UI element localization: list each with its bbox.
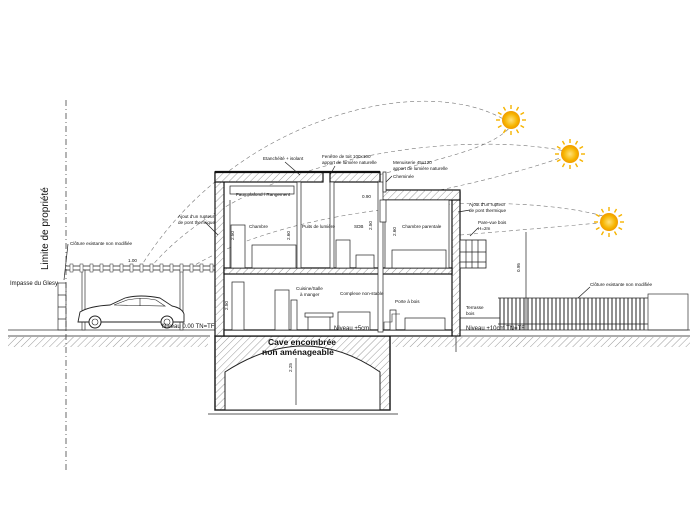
terrace-label: Terrasse [466,305,484,310]
living-label: Complexe non-stable [340,291,384,296]
existing-fence-right-label: Clôture existante non modifiée [590,282,652,287]
thermal-bridge-left-sub-label: de pont thermique [178,220,215,225]
sun-icon [496,105,526,135]
kitchen-label: Cuisine/Salle [296,286,323,291]
chimney-label: Cheminée [393,174,414,179]
sun-ray [579,158,584,163]
pergola-slat [79,263,84,273]
sun-icon [555,139,585,169]
dim-r1: 2.50 [368,221,373,230]
sun-ray [561,140,566,145]
pergola-slat [199,263,204,273]
light-well-label: Puits de lumière [302,224,335,229]
window-label: Fenêtre de toit 100x100 [322,154,371,159]
thermal-bridge-left-label: Ajout d'un rupteur [178,214,215,219]
level-right-label: Niveau +10cm TN=TF [466,326,525,332]
sun-ray [556,145,561,150]
sun-ray [515,106,520,111]
pergola-slat [209,263,214,273]
dim-l2: 2.60 [286,231,291,240]
car-icon [77,295,185,329]
sun-ray [561,163,566,168]
parent-bedroom-label: Chambre parentale [402,224,442,229]
dim-side: 0.95 [516,263,521,272]
level-0-label: Niveau 0.00 TN=TF [162,324,215,330]
sun-ray [595,226,600,231]
thermal-bridge-right-label: Ajout d'un rupteur [469,202,506,207]
pergola-slat [169,263,174,273]
pergola-slat [189,263,194,273]
storage-label: Faux plafond / Rangement [236,192,291,197]
dim-r2: 2.60 [392,227,397,236]
terrace-sub-label: bois [466,311,475,316]
street-label: Impasse du Glesy [10,281,58,287]
sun-ray-3 [459,221,609,236]
sun-ray [497,111,502,116]
sun-ray [579,145,584,150]
ground-hatch-left [8,337,208,347]
pergola-slat [179,263,184,273]
sun-ray [574,140,579,145]
pergola-slat [119,263,124,273]
dim-gf: 2.50 [224,301,229,310]
joinery-label: Menuiserie 45x120 [393,160,432,165]
bedroom-label: Chambre [249,224,268,229]
sun-ray [618,226,623,231]
property-limit-label: Limite de propriété [40,187,51,270]
sun-ray [515,129,520,134]
existing-fence-left-label: Clôture existante non modifiée [70,241,132,246]
pergola-slat [89,263,94,273]
ground-hatch-right [392,337,690,347]
right-fence [498,297,648,330]
sun-icon [594,207,624,237]
right-hedge [647,293,689,331]
pergola-slat [129,263,134,273]
carport-pergola [66,263,218,331]
sun-ray [497,124,502,129]
sun-ray [600,208,605,213]
sun-ray [600,231,605,236]
dim-cellar: 2.25 [288,363,293,372]
dim-top: 0.90 [362,194,371,199]
cellar-sub-label: non aménageable [262,347,334,357]
sun-ray [618,213,623,218]
sun-ray [520,124,525,129]
level-mid-label: Niveau +5cm [334,326,369,332]
pergola-slat [139,263,144,273]
dim-fence: 1.00 [128,258,137,263]
sun-path-equinox [149,143,571,269]
sun-ray [613,208,618,213]
pergola-slat [159,263,164,273]
pergola-slat [69,263,74,273]
wood-door-label: Porte à bois [395,299,420,304]
wood-panel-label: Pare-vue bois [478,220,507,225]
sun-ray [574,163,579,168]
pergola-slat [109,263,114,273]
dim-l1: 2.50 [230,231,235,240]
joinery-sub-label: apport de lumière naturelle [393,166,448,171]
sun-ray [595,213,600,218]
pergola-slat [149,263,154,273]
window-sub-label: apport de lumière naturelle [322,160,377,165]
sun-ray [502,129,507,134]
waterproofing-label: Etanchéité + isolant [263,156,304,161]
sun-ray [520,111,525,116]
sun-ray-1 [359,119,516,181]
kitchen-sub-label: à manger [300,292,320,297]
pergola-slat [99,263,104,273]
sun-ray [502,106,507,111]
sun-ray [556,158,561,163]
cellar-label: Cave encombrée [268,337,336,347]
bathroom-label: SDB [354,224,363,229]
wood-panel-sub-label: H=2m [478,226,491,231]
sun-path-summer [139,101,506,269]
thermal-bridge-right-sub-label: de pont thermique [469,208,506,213]
sun-ray [613,231,618,236]
house [214,170,487,337]
left-fence-post [57,282,67,331]
